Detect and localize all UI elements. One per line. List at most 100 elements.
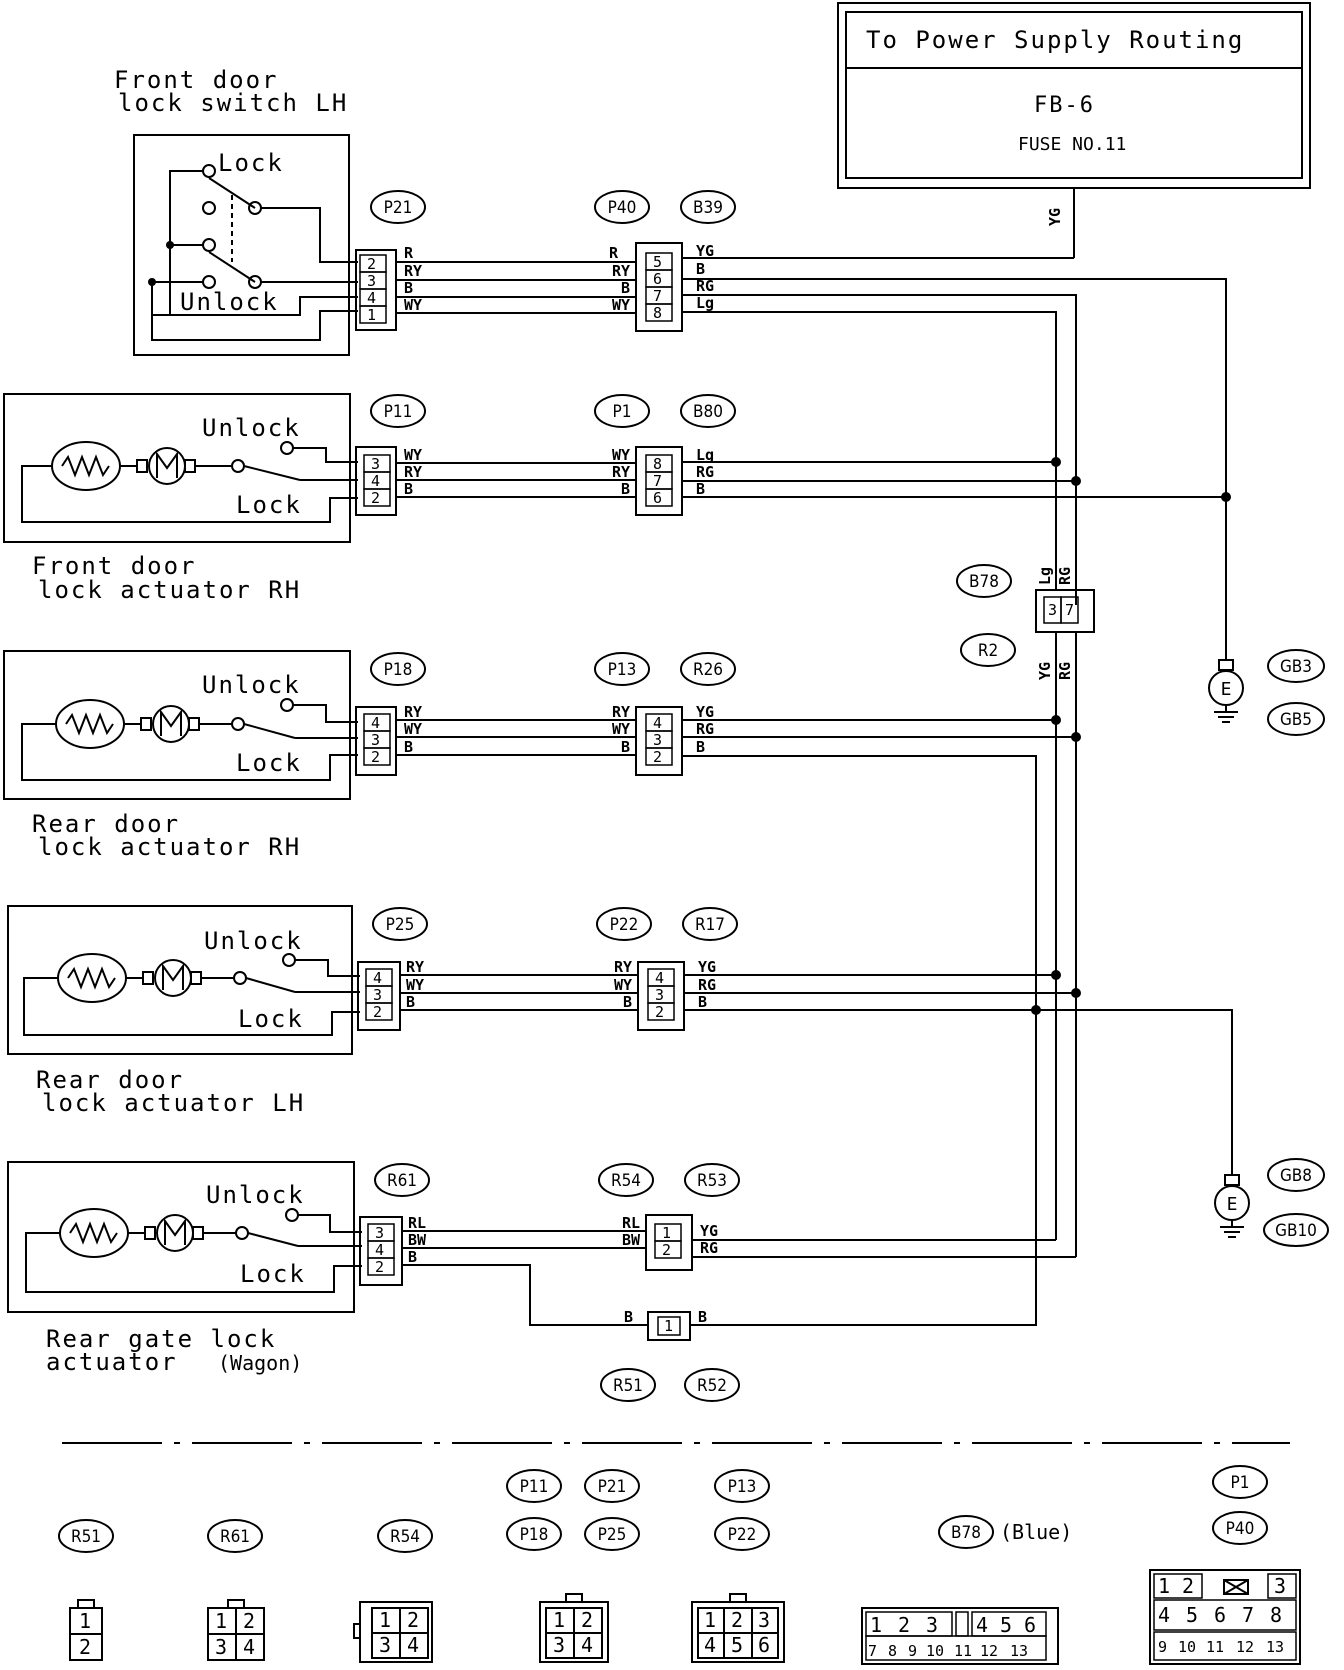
power-supply-box: To Power Supply Routing FB-6 FUSE NO.11 … xyxy=(837,2,1311,258)
wire-label: RY xyxy=(404,703,422,721)
pin-label: 7 xyxy=(653,472,662,490)
wire-label: RG xyxy=(1056,567,1074,585)
ground-gb3: E GB3 GB5 xyxy=(1208,649,1325,736)
row5-connector-tags: R61 R54 R53 R51 R52 xyxy=(374,1163,740,1402)
wire-label: RL xyxy=(408,1214,426,1232)
wire-label: RG xyxy=(696,277,714,295)
connector-tag-p22: P22 xyxy=(610,915,639,935)
wire-label: B xyxy=(408,1248,417,1266)
ground-tag-gb3: GB3 xyxy=(1280,657,1312,677)
unlock-label: Unlock xyxy=(202,414,301,442)
b78-connector: B78 R2 3 7 Lg RG YG RG xyxy=(956,564,1095,1257)
connector-tag-r51: R51 xyxy=(613,1376,643,1396)
component-title-line3: (Wagon) xyxy=(218,1351,302,1375)
wire-label: RY xyxy=(406,958,424,976)
row1-connector-b: 5 6 7 8 xyxy=(635,242,683,332)
pin-label: 3 xyxy=(215,1635,227,1659)
connector-tag-r52: R52 xyxy=(697,1376,727,1396)
pin-label: 1 xyxy=(379,1608,391,1632)
legend-tag-p11: P11 xyxy=(520,1477,549,1497)
lock-label: Lock xyxy=(236,491,302,519)
pin-label: 8 xyxy=(888,1642,897,1660)
wire-label: RG xyxy=(698,976,716,994)
pin-label: 2 xyxy=(375,1258,384,1276)
legend-face-r54: 1 2 3 4 xyxy=(353,1601,433,1663)
component-title-line1: Front door xyxy=(114,66,279,94)
wire-label: Lg xyxy=(1036,567,1054,585)
component-title-line1: Front door xyxy=(32,552,197,580)
pin-label: 3 xyxy=(379,1633,391,1657)
connector-tag-p11: P11 xyxy=(384,402,413,422)
wire-label: B xyxy=(698,1308,707,1326)
pin-label: 2 xyxy=(373,1003,382,1021)
wire-label: B xyxy=(621,480,630,498)
pin-label: 2 xyxy=(407,1608,419,1632)
legend-tag-p1: P1 xyxy=(1231,1473,1250,1493)
connector-tag-b80: B80 xyxy=(693,402,723,422)
connector-tag-p18: P18 xyxy=(384,660,413,680)
legend-tag-p21: P21 xyxy=(598,1477,627,1497)
pin-label: 3 xyxy=(367,272,376,290)
ground-gb8: E GB8 GB10 xyxy=(1214,1158,1329,1247)
wire-label: WY xyxy=(612,296,630,314)
pin-label: 3 xyxy=(371,731,380,749)
wire-label: R xyxy=(609,244,619,262)
connector-tag-r53: R53 xyxy=(697,1171,727,1191)
component-title-line1: Rear door xyxy=(36,1066,184,1094)
legend-face-b78: 1 2 3 4 5 6 7 8 9 10 11 12 13 xyxy=(861,1607,1059,1665)
pin-label: 4 xyxy=(655,969,664,987)
pin-label: 3 xyxy=(371,455,380,473)
pin-label: 4 xyxy=(371,714,380,732)
row4-connector-a: 4 3 2 xyxy=(357,961,401,1031)
wire-label: B xyxy=(621,279,630,297)
pin-label: 4 xyxy=(373,969,382,987)
wire-label: RY xyxy=(612,262,630,280)
wire-label: YG xyxy=(1036,662,1054,680)
pin-label: 6 xyxy=(758,1633,770,1657)
pin-label: 7 xyxy=(1065,601,1074,619)
pin-label: 1 xyxy=(79,1609,91,1633)
legend-tag-r61: R61 xyxy=(220,1527,250,1547)
pin-label: 4 xyxy=(371,472,380,490)
wire-label: B xyxy=(696,260,705,278)
component-title-line2: lock actuator RH xyxy=(38,833,301,861)
lock-label: Lock xyxy=(236,749,302,777)
pin-label: 1 xyxy=(553,1608,565,1632)
unlock-label: Unlock xyxy=(202,671,301,699)
wire-label: RY xyxy=(612,703,630,721)
pin-label: 9 xyxy=(1158,1638,1167,1656)
front-door-lock-actuator-rh: Unlock Lock xyxy=(3,393,358,543)
rear-door-lock-actuator-lh: Unlock Lock xyxy=(7,905,360,1055)
pin-label: 4 xyxy=(407,1633,419,1657)
pin-label: 4 xyxy=(375,1241,384,1259)
pin-label: 1 xyxy=(870,1613,882,1637)
wire-label: YG xyxy=(700,1222,718,1240)
power-box-fuse-number: FUSE NO.11 xyxy=(1018,134,1126,155)
pin-label: 3 xyxy=(553,1633,565,1657)
wire-label: RG xyxy=(696,463,714,481)
wire-label: B xyxy=(404,279,413,297)
wire-label: YG xyxy=(698,958,716,976)
pin-label: 2 xyxy=(731,1608,743,1632)
connector-tag-p13: P13 xyxy=(608,660,637,680)
wire-label: RG xyxy=(700,1239,718,1257)
wire-label: B xyxy=(624,1308,633,1326)
row3-connector-tags: P18 P13 R26 xyxy=(370,652,736,686)
pin-label: 12 xyxy=(980,1642,998,1660)
pin-label: 8 xyxy=(653,304,662,322)
component-title-line1: Rear door xyxy=(32,810,180,838)
pin-label: 2 xyxy=(662,1241,671,1259)
lock-label: Lock xyxy=(238,1005,304,1033)
legend-b78-color-note: (Blue) xyxy=(1000,1520,1072,1544)
pin-label: 4 xyxy=(243,1635,255,1659)
pin-label: 3 xyxy=(373,986,382,1004)
pin-label: 3 xyxy=(655,986,664,1004)
connector-tag-b78: B78 xyxy=(969,572,999,592)
wire-label: Lg xyxy=(696,446,714,464)
wire-label: B xyxy=(404,738,413,756)
pin-label: 3 xyxy=(653,731,662,749)
pin-label: 1 xyxy=(704,1608,716,1632)
wire-label: YG xyxy=(696,242,714,260)
legend-tag-p18: P18 xyxy=(520,1525,549,1545)
